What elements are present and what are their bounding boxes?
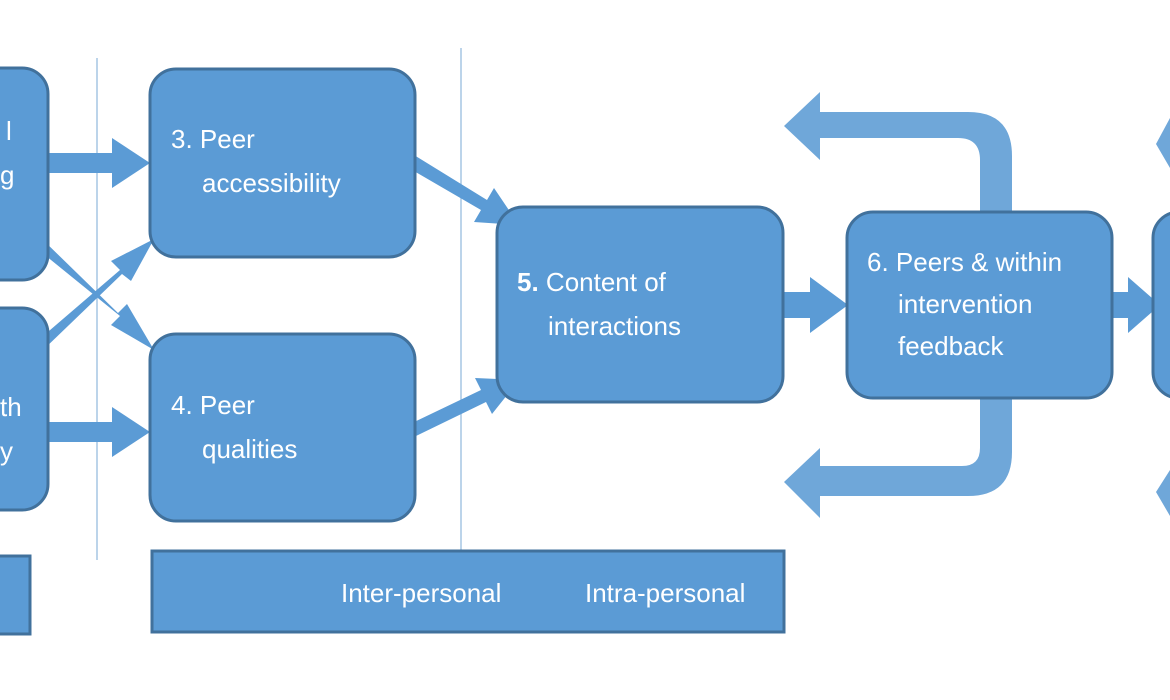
node-peers-feedback: 6. Peers & within intervention feedback bbox=[845, 210, 1114, 400]
node-peer-qualities-line1: 4. Peer bbox=[171, 390, 255, 420]
node-content-of-interactions-line1: 5. Content of bbox=[517, 267, 667, 297]
node-peers-feedback-line1: 6. Peers & within bbox=[867, 247, 1062, 277]
node-left-bottom-line1: th bbox=[0, 392, 22, 422]
bottom-bar-inter-intra: Inter-personal Intra-personal bbox=[150, 549, 786, 634]
arrow-left-icon bbox=[1156, 118, 1170, 168]
node-left-bottom-line2: y bbox=[0, 436, 13, 466]
node-left-bottom: th y bbox=[0, 306, 50, 512]
arrow-right-icon bbox=[48, 407, 150, 457]
feedback-loop-down-arrow bbox=[784, 398, 1012, 518]
arrow-right-icon bbox=[1112, 277, 1160, 333]
node-left-top-line1: l bbox=[6, 116, 12, 146]
node-left-top: l g bbox=[0, 66, 50, 282]
arrows-left-to-peer-boxes bbox=[35, 138, 154, 457]
arrow-right-icon bbox=[782, 277, 848, 333]
node-content-number: 5. bbox=[517, 267, 539, 297]
node-peer-accessibility-line2: accessibility bbox=[202, 168, 341, 198]
arrow-right-icon bbox=[48, 138, 150, 188]
label-inter-personal: Inter-personal bbox=[341, 578, 501, 608]
feedback-loop-up-arrow bbox=[784, 92, 1012, 212]
node-peer-accessibility-line1: 3. Peer bbox=[171, 124, 255, 154]
label-intra-personal: Intra-personal bbox=[585, 578, 745, 608]
arrow-diagonal-down-icon bbox=[407, 155, 519, 225]
arrows-peer-to-content bbox=[407, 155, 519, 436]
bottom-bar-left-cropped bbox=[0, 554, 32, 636]
node-peers-feedback-line3: feedback bbox=[898, 331, 1005, 361]
node-content-of-interactions-line2: interactions bbox=[548, 311, 681, 341]
node-right-cropped bbox=[1151, 212, 1170, 398]
arrow-diagonal-up-icon bbox=[35, 239, 154, 351]
node-peer-qualities-line2: qualities bbox=[202, 434, 297, 464]
node-peers-feedback-line2: intervention bbox=[898, 289, 1032, 319]
node-peer-qualities: 4. Peer qualities bbox=[148, 332, 417, 523]
node-content-of-interactions: 5. Content of interactions bbox=[495, 205, 785, 404]
node-content-title: Content of bbox=[539, 267, 667, 297]
node-peer-accessibility: 3. Peer accessibility bbox=[148, 67, 417, 259]
arrow-left-icon bbox=[1156, 470, 1170, 516]
node-left-top-line2: g bbox=[0, 160, 14, 190]
arrow-diagonal-up-icon bbox=[410, 378, 519, 436]
